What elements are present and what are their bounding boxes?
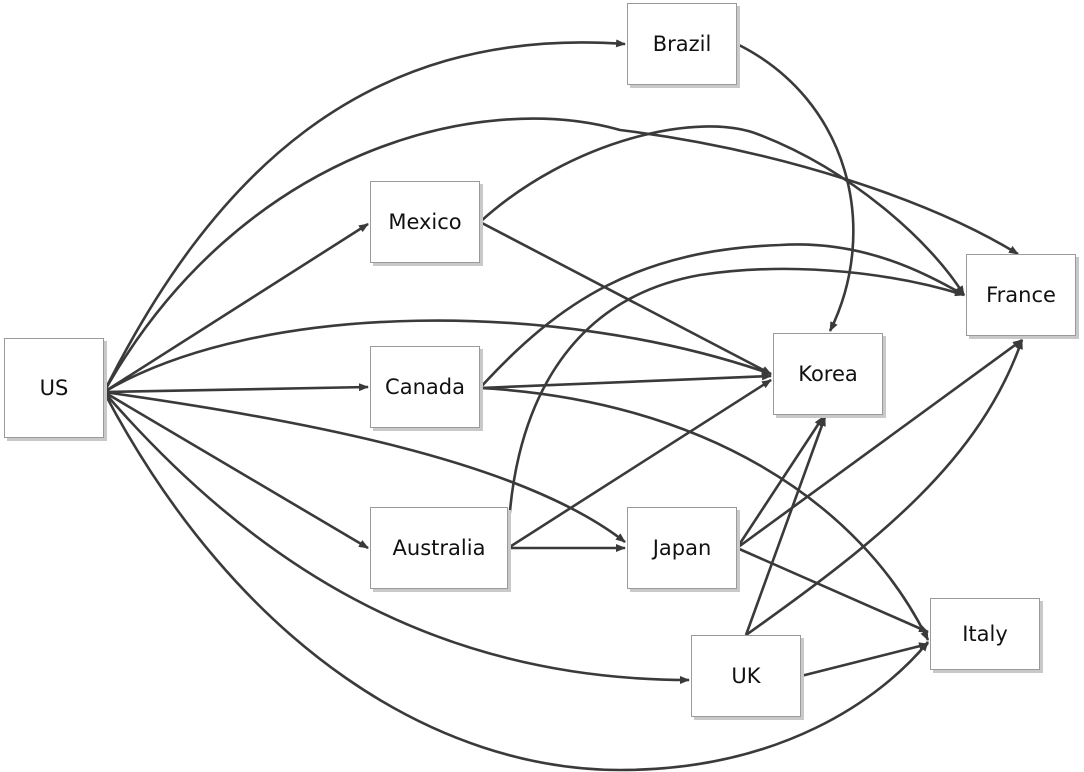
node-italy: Italy bbox=[930, 598, 1040, 670]
edge-uk-to-korea bbox=[744, 416, 827, 636]
edge-canada-to-italy bbox=[479, 386, 930, 641]
node-italy-label: Italy bbox=[962, 622, 1008, 646]
edge-us-to-brazil bbox=[102, 39, 626, 393]
edge-us-to-mexico bbox=[103, 222, 369, 394]
node-korea-label: Korea bbox=[798, 362, 858, 386]
node-france-label: France bbox=[986, 283, 1056, 307]
edge-us-to-canada bbox=[103, 383, 369, 394]
edge-us-to-australia bbox=[103, 390, 369, 550]
node-uk-label: UK bbox=[731, 664, 761, 688]
node-canada: Canada bbox=[370, 346, 480, 428]
edge-uk-to-italy bbox=[800, 642, 929, 678]
node-brazil-label: Brazil bbox=[652, 32, 712, 56]
edge-uk-to-france bbox=[745, 339, 1024, 637]
edge-brazil-to-korea bbox=[736, 42, 855, 332]
node-japan-label: Japan bbox=[652, 536, 712, 560]
node-uk: UK bbox=[691, 635, 801, 717]
node-canada-label: Canada bbox=[385, 375, 465, 399]
edge-canada-to-france bbox=[479, 243, 965, 389]
edge-us-to-italy bbox=[102, 391, 930, 772]
edge-us-to-uk bbox=[103, 391, 690, 684]
edge-australia-to-korea bbox=[507, 378, 772, 550]
node-us-label: US bbox=[39, 376, 69, 400]
node-australia: Australia bbox=[370, 507, 508, 589]
node-france: France bbox=[966, 254, 1076, 336]
node-mexico: Mexico bbox=[370, 181, 480, 263]
edges bbox=[102, 39, 1024, 772]
node-us: US bbox=[4, 338, 104, 438]
node-australia-label: Australia bbox=[392, 536, 486, 560]
edge-australia-to-france bbox=[506, 267, 965, 549]
edge-japan-to-korea bbox=[735, 416, 825, 549]
node-japan: Japan bbox=[627, 507, 737, 589]
edge-us-to-japan bbox=[103, 390, 626, 544]
edge-mexico-to-korea bbox=[479, 220, 772, 376]
edge-mexico-to-france bbox=[479, 125, 966, 296]
node-mexico-label: Mexico bbox=[388, 210, 462, 234]
node-korea: Korea bbox=[773, 333, 883, 415]
edge-canada-to-korea bbox=[479, 372, 772, 390]
edge-japan-to-italy bbox=[736, 546, 929, 634]
edge-japan-to-france bbox=[736, 338, 1023, 550]
edge-us-to-korea bbox=[103, 319, 772, 394]
edge-us-to-france bbox=[102, 117, 1019, 393]
node-brazil: Brazil bbox=[627, 3, 737, 85]
